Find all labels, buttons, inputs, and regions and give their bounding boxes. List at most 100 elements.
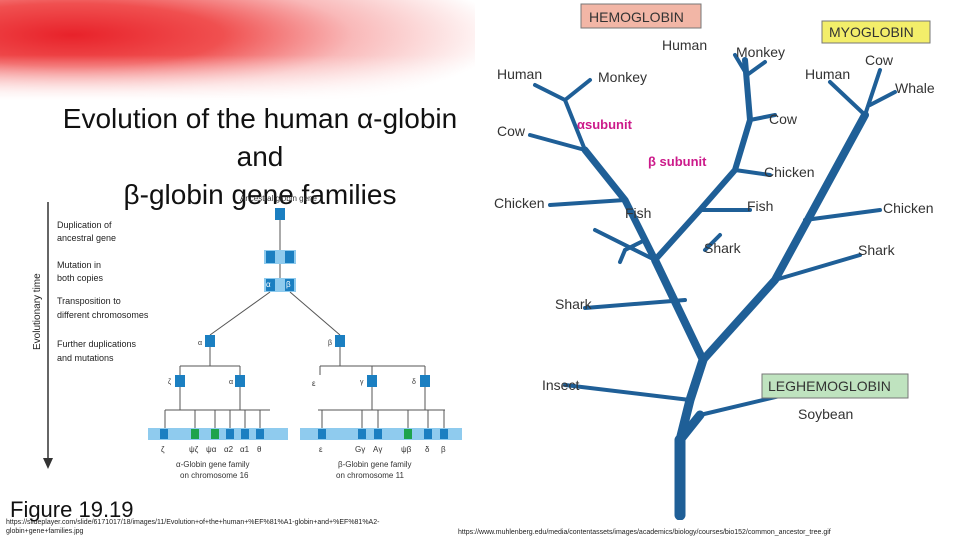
tip-shark-alpha: Shark [555,296,593,312]
gene-box [424,429,432,439]
beta-subunit-label: β subunit [648,154,707,169]
common-ancestor-tree: HEMOGLOBIN MYOGLOBIN LEGHEMOGLOBIN αsubu… [475,0,960,520]
tree-background [475,0,960,520]
gene-label: ψβ [401,445,412,454]
gene-label: θ [257,445,262,454]
right-source-url[interactable]: https://www.muhlenberg.edu/media/content… [458,529,831,536]
tip-whale-myo: Whale [895,80,935,96]
tip-insect: Insect [542,377,579,393]
connector [289,291,341,336]
insect-branch [563,383,692,402]
alpha-family-caption: α-Globin gene family [176,460,250,469]
step-text: Transposition to [57,296,121,306]
alpha-subunit-label: αsubunit [577,117,633,132]
gene-box [374,429,382,439]
alpha-human-monkey-stem [563,98,587,152]
step-text: Mutation in [57,260,101,270]
hemoglobin-label: HEMOGLOBIN [589,9,684,25]
step-text: Further duplications [57,339,137,349]
tip-monkey-beta: Monkey [736,44,785,60]
gene-box [160,429,168,439]
tip-human-myo: Human [805,66,850,82]
figure-label: Figure 19.19 [10,497,134,522]
ancestral-label: Ancestral globin gene [240,194,317,203]
zeta-ancestor-gene [175,375,185,387]
cow-alpha-branch [528,133,587,152]
left-panel: Evolution of the human α-globin and β-gl… [0,0,480,535]
tip-human-beta: Human [662,37,707,53]
shark-myo-branch [773,253,862,282]
beta-ancestor-label: β [328,340,332,347]
myoglobin-box [821,20,931,44]
tip-chicken-alpha: Chicken [494,195,545,211]
hemoglobin-box [580,3,702,29]
alpha2-ancestor-gene [235,375,245,387]
ancestral-gene-box [275,208,285,220]
gene-label: Aγ [373,445,382,454]
monkey-beta-branch [745,60,767,77]
gamma-node-label: γ [360,379,364,386]
gene-label: Gγ [355,445,365,454]
tip-cow-alpha: Cow [497,123,526,139]
alpha-node-label: α [266,280,271,289]
myoglobin-label: MYOGLOBIN [829,24,914,40]
tree-branches [528,53,897,520]
connector [209,291,271,336]
alpha-family-caption: on chromosome 16 [180,471,249,480]
shark-beta-branch [703,233,722,252]
monkey-alpha-branch [563,78,592,102]
tip-human-alpha: Human [497,66,542,82]
shark-alpha-stub [593,228,657,262]
pseudogene-box [404,429,412,439]
tip-chicken-beta: Chicken [764,164,815,180]
step-text: different chromosomes [57,310,149,320]
tip-monkey-alpha: Monkey [598,69,647,85]
beta-family-caption: β-Globin gene family [338,460,412,469]
gene-box [266,279,275,291]
tip-fish-alpha: Fish [625,205,651,221]
delta-ancestor-gene [420,375,430,387]
shark-branch [583,298,687,310]
gene-box [358,429,366,439]
cow-beta-branch [748,113,777,122]
pseudogene-box [191,429,199,439]
gene-box [318,429,326,439]
gene-box [266,251,275,263]
pseudogene-box [211,429,219,439]
gene-box [285,251,294,263]
gene-label: ψα [206,445,217,454]
epsilon-node-label: ε [312,379,316,388]
gamma-ancestor-gene [367,375,377,387]
tip-fish-beta: Fish [747,198,773,214]
globin-family-diagram: Evolutionary time Ancestral globin gene … [32,194,462,480]
step-text: Duplication of [57,220,112,230]
gene-label: ψζ [189,445,199,454]
cow-myo-branch [863,68,882,117]
fish-alpha-branch [623,238,647,252]
left-source-url[interactable]: https://slideplayer.com/slide/6171017/18… [6,519,380,535]
chicken-alpha-branch [548,198,627,207]
tip-chicken-myo: Chicken [883,200,934,216]
tip-shark-myo: Shark [858,242,896,258]
gene-label: δ [425,445,430,454]
alpha2-node-label: α [229,379,233,386]
zeta-node-label: ζ [168,379,171,386]
whale-myo-branch [868,90,897,107]
tip-labels: Human Monkey Human Monkey Cow Cow Chicke… [494,37,935,422]
red-gradient-banner [0,0,480,100]
beta-ancestor-gene [335,335,345,347]
leghemoglobin-box [761,373,909,399]
beta-node-label: β [286,280,291,289]
gene-box [285,279,294,291]
step-text: ancestral gene [57,233,116,243]
tip-soybean: Soybean [798,406,853,422]
slide-title: Evolution of the human α-globin and β-gl… [40,100,480,214]
gene-box [226,429,234,439]
time-axis-arrowhead [43,458,53,469]
chicken-myo-branch [803,208,882,222]
delta-node-label: δ [412,379,416,386]
beta-family-caption: on chromosome 11 [336,471,404,480]
hemoglobin-trunk [651,256,707,364]
tip-cow-myo: Cow [865,52,894,68]
gene-label: α1 [240,445,250,454]
